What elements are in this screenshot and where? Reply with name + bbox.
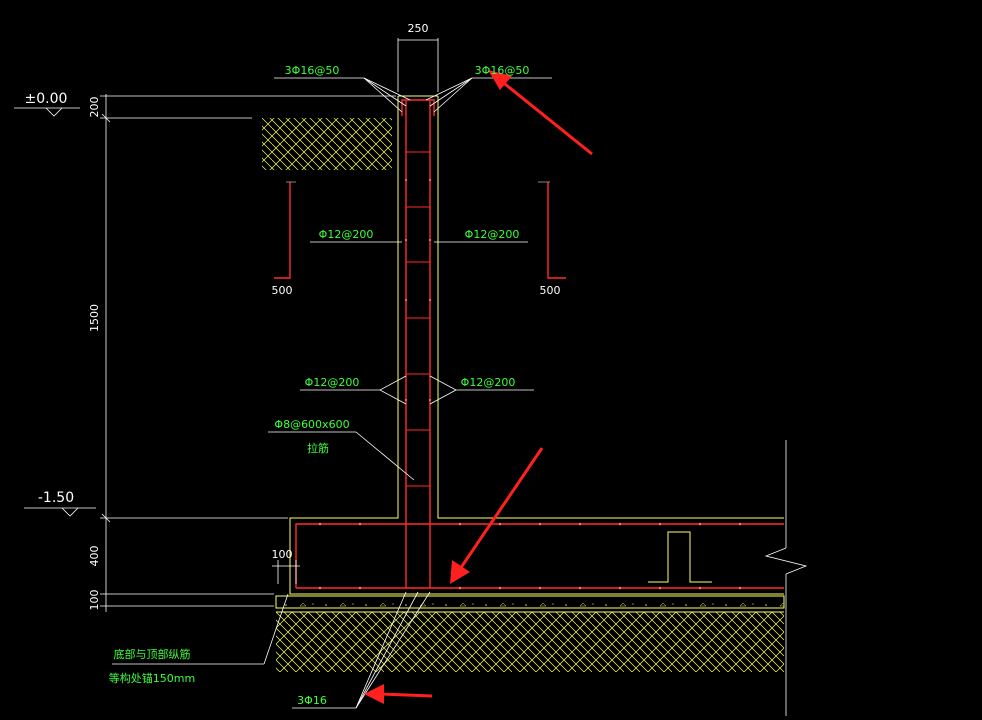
- tie-bars-label: Φ8@600x600: [274, 418, 349, 431]
- callout-arrow-middle: [450, 447, 544, 584]
- dim-400-label: 400: [88, 546, 101, 567]
- top-bars-right-label: 3Φ16@50: [475, 64, 530, 77]
- anchorage-note-line2: 等构处锚150mm: [109, 671, 195, 685]
- bars-lower-right-label: Φ12@200: [461, 376, 516, 389]
- callout-arrow-bottom: [364, 684, 433, 704]
- bars-lower-left-label: Φ12@200: [305, 376, 360, 389]
- soil-hatch-upper: [262, 118, 392, 170]
- dim-100-small-label: 100: [272, 548, 293, 561]
- bottom-bars-label: 3Φ16: [297, 694, 327, 707]
- dowel-left-length-label: 500: [272, 284, 293, 297]
- rebar-dots: [318, 178, 742, 590]
- dowel-bar-left: [274, 181, 296, 279]
- leader-lines: [112, 77, 552, 709]
- rebar-cage: [295, 99, 784, 589]
- dimension-lines: [14, 38, 808, 716]
- wall-ties: [406, 151, 430, 487]
- concrete-outline: [275, 95, 785, 613]
- dowel-right-length-label: 500: [540, 284, 561, 297]
- level-bottom-label: -1.50: [38, 490, 74, 506]
- soil-hatch-lower: [276, 612, 784, 672]
- top-bars-left-label: 3Φ16@50: [285, 64, 340, 77]
- dowel-bar-right: [538, 181, 566, 279]
- bars-upper-left-label: Φ12@200: [319, 228, 374, 241]
- anchorage-note-line1: 底部与顶部纵筋: [114, 647, 191, 661]
- bars-upper-right-label: Φ12@200: [465, 228, 520, 241]
- tie-bars-note-label: 拉筋: [307, 441, 329, 455]
- callout-arrows: [364, 70, 593, 704]
- dim-100-left-label: 100: [88, 590, 101, 611]
- dim-200-label: 200: [88, 97, 101, 118]
- dim-1500-label: 1500: [88, 304, 101, 332]
- level-top-label: ±0.00: [25, 91, 68, 107]
- wall-thickness-label: 250: [408, 22, 429, 35]
- callout-arrow-top: [488, 70, 593, 156]
